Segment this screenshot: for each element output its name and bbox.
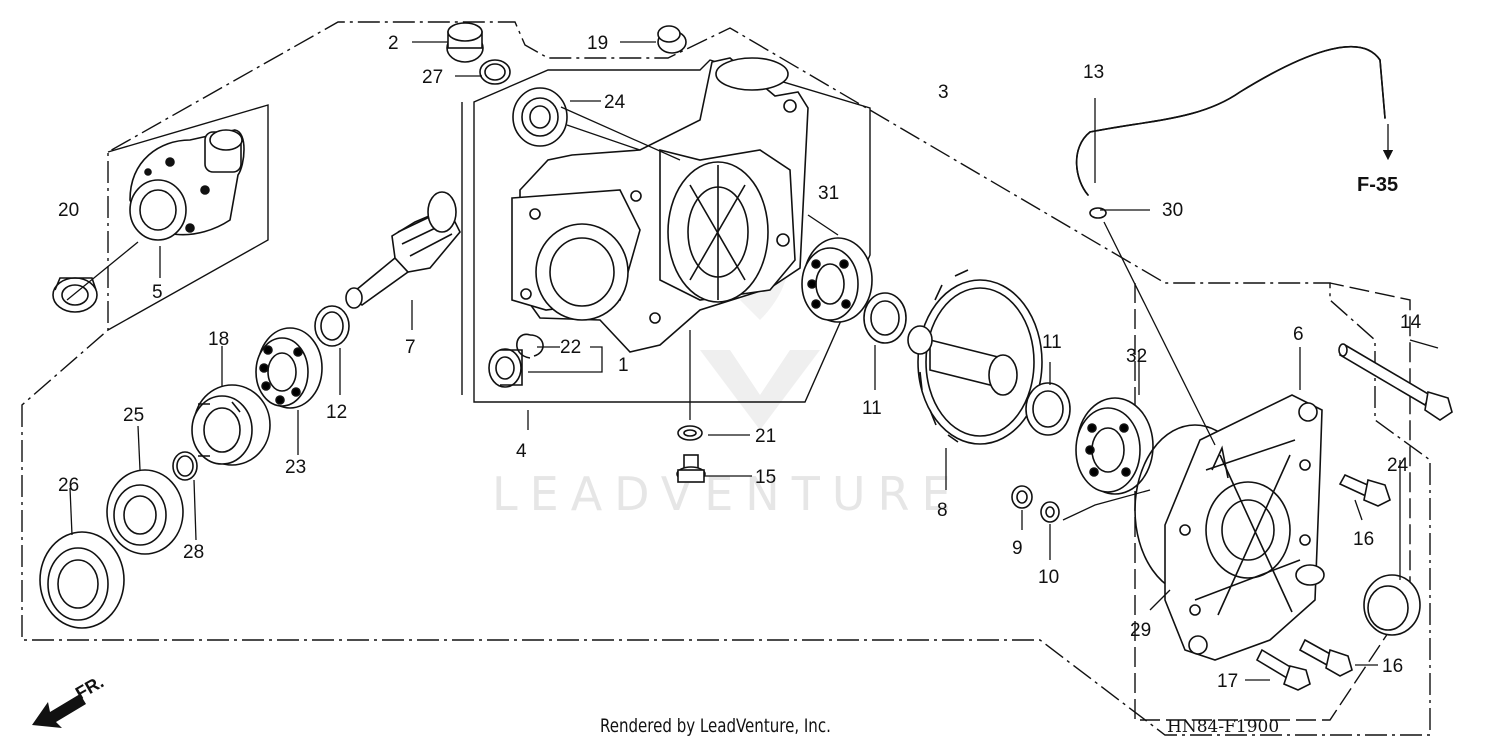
o-ring-27	[479, 59, 511, 85]
gear-case-4	[511, 57, 809, 353]
leader-lines	[66, 41, 1439, 681]
bearing-31	[801, 237, 873, 323]
callout-11-right: 11	[1042, 332, 1062, 353]
reference-label: F-35	[1357, 174, 1398, 196]
cap-19	[657, 25, 687, 54]
callout-8: 8	[937, 500, 948, 521]
callout-20: 20	[58, 200, 79, 221]
callout-16-upper: 16	[1353, 529, 1374, 550]
callout-6: 6	[1293, 324, 1304, 345]
pinion-shaft-7	[345, 191, 461, 309]
bearing-23	[255, 327, 323, 409]
callout-7: 7	[405, 337, 416, 358]
bolt-16-upper	[1338, 473, 1391, 507]
diagram-code: HN84-F1900	[1167, 717, 1280, 737]
needle-bearing-1	[488, 348, 523, 388]
bolt-17	[1255, 648, 1311, 691]
watermark-text: LEADVENTURE	[492, 467, 963, 521]
breather-tube-13	[1075, 45, 1386, 196]
o-ring-12	[314, 305, 350, 347]
cover-boundary	[1134, 282, 1411, 721]
washer-10	[1040, 501, 1060, 523]
callout-30: 30	[1162, 200, 1183, 221]
callout-1: 1	[618, 355, 629, 376]
callout-25: 25	[123, 405, 144, 426]
callout-17: 17	[1217, 671, 1238, 692]
callouts: 2 19 27 24 3 13 30 20 5 31 7 18 22 1 12 …	[58, 33, 1422, 692]
callout-12: 12	[326, 402, 347, 423]
callout-2: 2	[388, 33, 399, 54]
shim-11-right	[1025, 382, 1071, 436]
callout-13: 13	[1083, 62, 1104, 83]
seal-24-upper	[512, 87, 568, 147]
watermark: LEADVENTURE	[492, 230, 963, 521]
callout-4: 4	[516, 441, 527, 462]
callout-27: 27	[422, 67, 443, 88]
credit-text: Rendered by LeadVenture, Inc.	[600, 715, 831, 737]
callout-16-lower: 16	[1382, 656, 1403, 677]
clip-22	[516, 333, 544, 359]
callout-10: 10	[1038, 567, 1059, 588]
callout-15: 15	[755, 467, 776, 488]
callout-19: 19	[587, 33, 608, 54]
callout-23: 23	[285, 457, 306, 478]
washer-21	[677, 425, 703, 441]
callout-24-lower: 24	[1387, 455, 1409, 476]
cap-2	[446, 22, 484, 63]
flange-boundary	[107, 104, 269, 331]
bolt-16-lower	[1298, 638, 1353, 677]
callout-9: 9	[1012, 538, 1023, 559]
flange-5	[129, 129, 245, 241]
callout-18: 18	[208, 329, 229, 350]
seal-24-lower	[1363, 574, 1421, 636]
nut-20	[52, 277, 98, 313]
case-assembly-boundary	[473, 59, 871, 403]
collar-18	[191, 384, 271, 466]
callout-22: 22	[560, 337, 581, 358]
bolt-14	[1338, 343, 1453, 421]
callout-3: 3	[938, 82, 949, 103]
footer: Rendered by LeadVenture, Inc. HN84-F1900	[0, 715, 1500, 745]
nut-9	[1011, 485, 1033, 509]
final-cover-6	[1164, 394, 1325, 661]
bearing-32	[1075, 397, 1154, 495]
seal-26	[39, 531, 125, 629]
callout-14: 14	[1400, 312, 1422, 333]
callout-21: 21	[755, 426, 776, 447]
callout-26: 26	[58, 475, 79, 496]
callout-31: 31	[818, 183, 839, 204]
ring-gear-8	[907, 269, 1043, 445]
bolt-15	[676, 454, 706, 483]
callout-29: 29	[1130, 620, 1151, 641]
callout-5: 5	[152, 282, 163, 303]
callout-32: 32	[1126, 346, 1147, 367]
callout-28: 28	[183, 542, 204, 563]
callout-11-left: 11	[862, 398, 882, 419]
o-ring-28	[172, 451, 198, 481]
callout-24-upper: 24	[604, 92, 626, 113]
seal-25	[106, 469, 184, 555]
assembly-boundary	[21, 21, 1431, 736]
shim-11-left	[863, 292, 907, 344]
